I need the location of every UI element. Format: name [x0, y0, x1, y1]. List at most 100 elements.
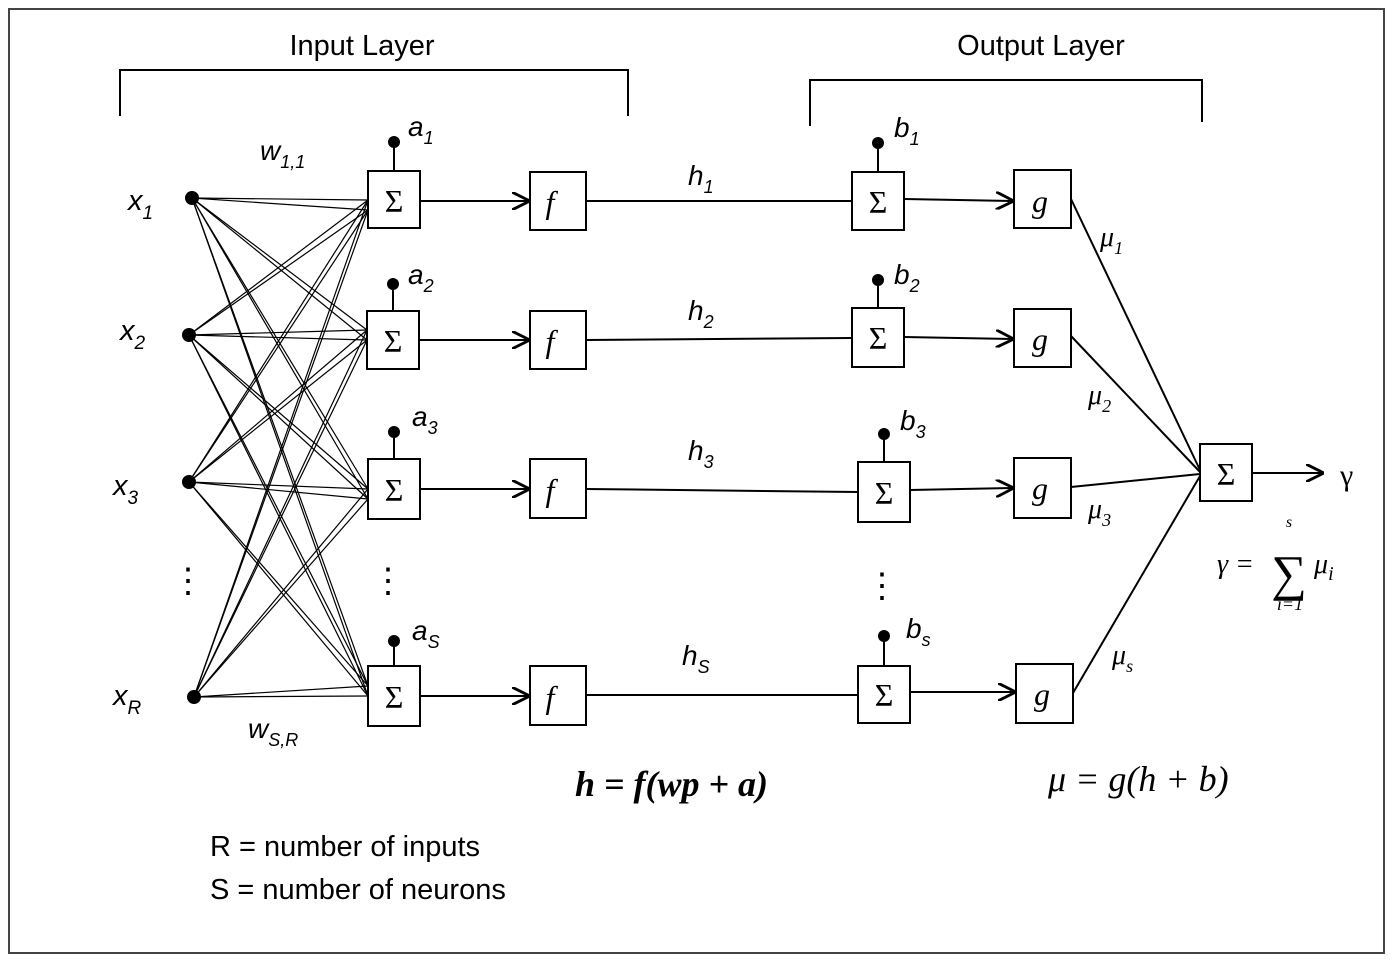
input-node-1 — [185, 191, 199, 205]
connection-line — [188, 481, 369, 490]
svg-text:s: s — [1286, 514, 1292, 531]
svg-text:μi: μi — [1313, 549, 1334, 585]
connection-line — [188, 334, 369, 500]
output-sum-box-1 — [851, 171, 905, 231]
mu-label-2: μ2 — [1087, 380, 1111, 416]
hidden-bias-1: a1 — [408, 111, 434, 148]
g-symbol: g — [1032, 470, 1048, 506]
sum-symbol: Σ — [875, 475, 894, 511]
output-bias-3: b3 — [900, 405, 926, 442]
svg-text:∑: ∑ — [1271, 545, 1307, 601]
connection-line — [188, 334, 368, 341]
connection-line — [191, 197, 369, 201]
hidden-sum-box-2 — [366, 310, 420, 370]
hidden-sum-box-1 — [367, 170, 421, 229]
output-ellipsis: ⋮ — [865, 568, 899, 605]
connection-line — [191, 197, 369, 211]
sum-symbol: Σ — [384, 323, 403, 359]
connection-line — [193, 488, 369, 698]
hidden-out-2: h2 — [688, 295, 714, 332]
output-bias-1: b1 — [894, 112, 920, 149]
connection-line — [191, 197, 369, 687]
output-arrows — [903, 199, 1014, 692]
sum-symbol: Σ — [385, 183, 404, 219]
sum-equation: γ = ∑ s i=1 μi — [1217, 514, 1334, 614]
final-sum-box — [1199, 443, 1253, 502]
input-label-3: x3 — [111, 470, 139, 509]
output-layer-label: Output Layer — [957, 30, 1125, 62]
connection-line — [191, 197, 368, 331]
output-sum-boxes — [851, 171, 911, 724]
connection-line — [188, 329, 368, 483]
connection-line — [188, 481, 369, 687]
hidden-bias-S: aS — [412, 615, 440, 652]
connection-line — [188, 334, 369, 490]
output-sum-box-s — [857, 665, 911, 724]
diagram-frame — [8, 8, 1385, 954]
connection-line — [188, 209, 369, 336]
sum-symbol: Σ — [385, 679, 404, 715]
input-label-2: x2 — [118, 315, 146, 354]
sum-symbol: Σ — [385, 472, 404, 508]
connection-line — [193, 209, 369, 698]
input-node-3 — [182, 475, 196, 489]
activation-g-boxes — [1013, 169, 1074, 724]
output-equation: μ = g(h + b) — [1047, 759, 1229, 799]
connection-line — [188, 199, 369, 483]
connection-line — [191, 197, 368, 341]
g-box-3 — [1013, 457, 1072, 519]
mu-label-s: μs — [1111, 640, 1133, 676]
output-bias-stems — [872, 137, 890, 666]
sum-symbol: Σ — [869, 184, 888, 220]
connection-line — [191, 197, 369, 500]
f-box-S — [529, 665, 587, 726]
g-symbol: g — [1032, 183, 1048, 219]
f-box-2 — [529, 310, 587, 370]
hidden-arrows — [419, 201, 528, 696]
output-bias-s: bs — [906, 613, 931, 650]
mu-label-3: μ3 — [1087, 494, 1111, 530]
connection-line — [193, 329, 368, 698]
hidden-equation: h = f(wp + a) — [575, 764, 768, 804]
connection-line — [188, 481, 369, 500]
legend-inputs: R = number of inputs — [210, 831, 480, 863]
hidden-ellipsis: ⋮ — [371, 563, 405, 600]
output-bias-2: b2 — [894, 259, 920, 296]
hidden-output-lines — [585, 200, 859, 696]
sum-symbol: Σ — [1217, 456, 1236, 492]
weight-label-last: wS,R — [248, 713, 298, 750]
connection-line — [188, 334, 369, 687]
hidden-sum-boxes — [366, 170, 421, 727]
hidden-out-3: h3 — [688, 435, 714, 472]
input-ellipsis: ⋮ — [171, 563, 205, 600]
hidden-bias-stems — [387, 136, 400, 666]
input-connections — [188, 197, 369, 698]
f-box-3 — [529, 458, 587, 519]
connection-line — [193, 498, 369, 698]
hidden-sum-box-S — [367, 665, 421, 727]
output-sum-box-2 — [851, 307, 905, 368]
input-nodes — [182, 191, 201, 704]
input-node-2 — [182, 328, 196, 342]
output-gamma: γ — [1339, 459, 1353, 492]
svg-text:γ =: γ = — [1217, 549, 1254, 580]
g-box-s — [1015, 663, 1074, 724]
g-symbol: g — [1032, 321, 1048, 357]
input-label-1: x1 — [126, 185, 153, 224]
svg-text:i=1: i=1 — [1277, 594, 1303, 614]
weight-label-first: w1,1 — [260, 135, 305, 172]
connection-line — [188, 339, 368, 483]
hidden-bias-2: a2 — [408, 259, 434, 296]
g-box-1 — [1013, 169, 1072, 229]
input-label-R: xR — [111, 680, 142, 719]
output-layer-bracket — [809, 79, 1203, 126]
connection-line — [193, 695, 369, 698]
hidden-sum-box-3 — [367, 458, 421, 520]
mu-lines — [1070, 198, 1201, 694]
connection-line — [193, 685, 369, 698]
input-node-R — [187, 690, 201, 704]
mu-label-1: μ1 — [1099, 222, 1123, 258]
connection-line — [188, 209, 369, 483]
connection-line — [188, 481, 369, 697]
